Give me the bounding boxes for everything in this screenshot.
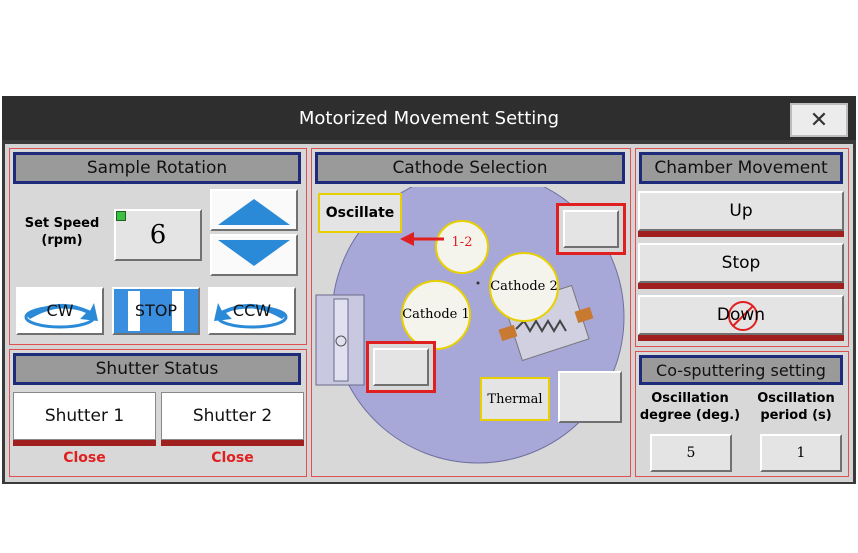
sample-rotation-title: Sample Rotation: [86, 158, 228, 178]
set-speed-text: Set Speed: [24, 216, 100, 231]
oscillation-period-label: Oscillation period (s): [744, 390, 848, 424]
thermal-select-button[interactable]: [558, 371, 622, 423]
shutter-1-button[interactable]: Shutter 1: [13, 392, 156, 440]
oscillation-degree-text-1: Oscillation: [651, 391, 729, 406]
close-icon: ✕: [809, 107, 829, 133]
cw-button[interactable]: CW: [16, 287, 104, 335]
oscillate-label: Oscillate: [325, 205, 395, 221]
cathode-2-label[interactable]: Cathode 2: [490, 279, 558, 294]
stop-bar-right: [172, 291, 184, 331]
close-button[interactable]: ✕: [790, 103, 848, 137]
oscillate-label-box: Oscillate: [318, 193, 402, 233]
shutter-status-panel: Shutter Status Shutter 1 Close Shutter 2…: [9, 349, 307, 477]
title-bar: Motorized Movement Setting: [2, 96, 856, 140]
cathode-selection-panel: Cathode Selection: [311, 148, 631, 477]
oscillation-period-text-1: Oscillation: [757, 391, 835, 406]
ccw-label: CCW: [232, 301, 272, 320]
flange-plate: [333, 298, 349, 382]
chamber-down-indicator: [638, 335, 844, 341]
window-title: Motorized Movement Setting: [298, 107, 560, 129]
dialog-body: Sample Rotation Set Speed (rpm) 6: [5, 144, 853, 482]
oscillation-degree-text-2: degree (deg.): [639, 408, 741, 423]
cathode-1-2-label[interactable]: 1-2: [451, 235, 473, 250]
speed-down-button[interactable]: [210, 234, 298, 276]
oscillation-period-value: 1: [796, 445, 806, 461]
co-sputtering-title: Co-sputtering setting: [656, 360, 826, 380]
rotation-stop-button[interactable]: STOP: [112, 287, 200, 335]
speed-up-button[interactable]: [210, 189, 298, 231]
chamber-stop-button[interactable]: Stop: [638, 243, 844, 283]
cathode-1-2-target: [435, 220, 489, 274]
motorized-movement-window: Motorized Movement Setting ✕ Sample Rota…: [2, 96, 856, 484]
cathode-2-target: [489, 252, 559, 322]
arrow-up-icon: [218, 199, 290, 225]
oscillation-period-input[interactable]: 1: [760, 434, 842, 472]
cathode-1-select-frame: [366, 341, 436, 393]
co-sputtering-header: Co-sputtering setting: [639, 355, 843, 385]
cw-arrow-icon: [24, 303, 98, 329]
oscillation-degree-input[interactable]: 5: [650, 434, 732, 472]
oscillation-degree-value: 5: [686, 445, 696, 461]
ccw-arrow-icon: [214, 303, 288, 329]
chamber-up-button[interactable]: Up: [638, 191, 844, 231]
shutter-2-label: Shutter 2: [192, 406, 273, 426]
cathode-1-select-button[interactable]: [373, 348, 429, 386]
disabled-icon: [728, 301, 758, 331]
cathode-1-label[interactable]: Cathode 1: [402, 307, 470, 322]
oscillation-degree-label: Oscillation degree (deg.): [638, 390, 742, 424]
sample-rotation-panel: Sample Rotation Set Speed (rpm) 6: [9, 148, 307, 345]
speed-unit-text: (rpm): [41, 233, 83, 248]
set-speed-label: Set Speed (rpm): [16, 215, 108, 249]
chamber-movement-title: Chamber Movement: [654, 158, 828, 178]
cathode-selection-header: Cathode Selection: [315, 152, 625, 184]
shutter-2-state: Close: [211, 450, 254, 466]
thermal-label-box: Thermal: [480, 377, 550, 421]
cw-label: CW: [46, 301, 74, 320]
thermal-label: Thermal: [487, 391, 543, 407]
chamber-up-indicator: [638, 231, 844, 237]
oscillate-select-frame: [556, 203, 626, 255]
co-sputtering-panel: Co-sputtering setting Oscillation degree…: [635, 351, 849, 477]
shutter-2-indicator: [161, 440, 304, 446]
shutter-1-indicator: [13, 440, 156, 446]
oscillate-select-button[interactable]: [563, 210, 619, 248]
chamber-down-label: Down: [716, 305, 766, 325]
flange-bolt: [335, 335, 347, 347]
center-dot: [476, 281, 480, 285]
chamber-movement-panel: Chamber Movement Up Stop Down: [635, 148, 849, 347]
oscillate-arrow-head: [400, 232, 414, 246]
chamber-stop-indicator: [638, 283, 844, 289]
speed-value: 6: [149, 220, 167, 250]
shutter-status-title: Shutter Status: [95, 359, 219, 379]
rotation-stop-label: STOP: [134, 301, 178, 320]
cathode-1-target: [401, 280, 471, 350]
speed-indicator-led: [116, 211, 126, 221]
shutter-1-label: Shutter 1: [44, 406, 125, 426]
chamber-diagram: [315, 187, 625, 464]
arrow-down-icon: [218, 240, 290, 266]
shutter-1-state: Close: [63, 450, 106, 466]
stop-bar-left: [128, 291, 140, 331]
speed-input[interactable]: 6: [114, 209, 202, 261]
cathode-selection-title: Cathode Selection: [392, 158, 548, 178]
oscillation-period-text-2: period (s): [760, 408, 832, 423]
chamber-down-button[interactable]: Down: [638, 295, 844, 335]
sample-rotation-header: Sample Rotation: [13, 152, 301, 184]
chamber-stop-label: Stop: [721, 253, 761, 273]
shutter-status-header: Shutter Status: [13, 353, 301, 385]
chamber-up-label: Up: [729, 201, 753, 221]
shutter-2-button[interactable]: Shutter 2: [161, 392, 304, 440]
ccw-button[interactable]: CCW: [208, 287, 296, 335]
chamber-movement-header: Chamber Movement: [639, 152, 843, 184]
